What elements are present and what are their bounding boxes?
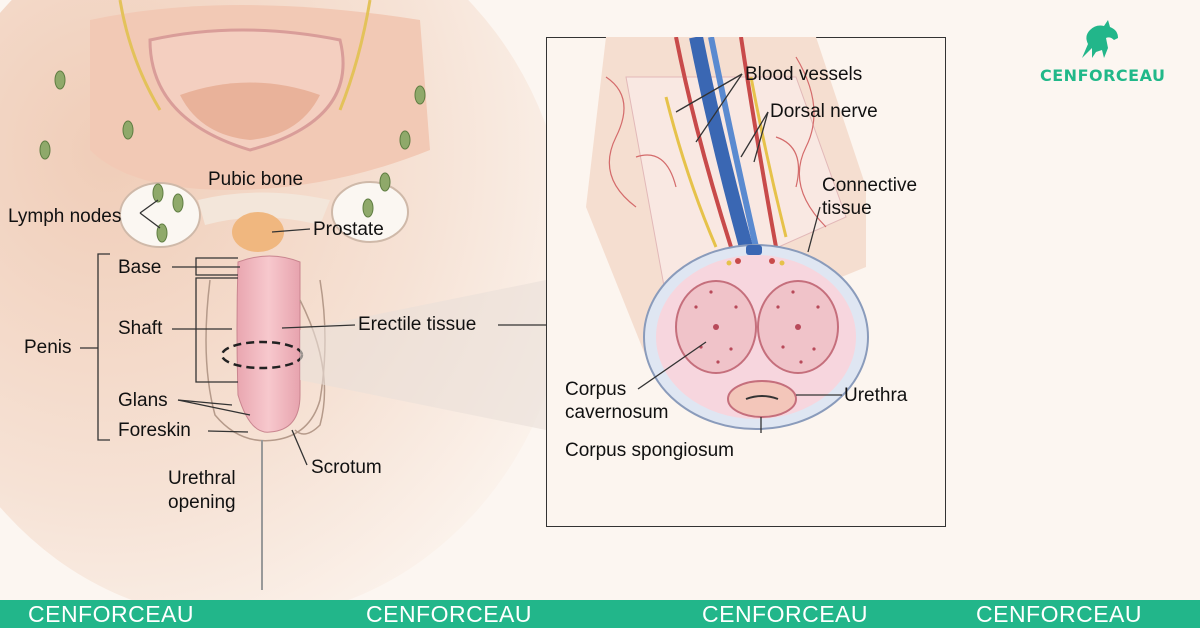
label-corpus-cavernosum-line1: Corpus [565, 379, 627, 400]
label-dorsal-nerve: Dorsal nerve [770, 101, 878, 122]
label-urethral-opening-line2: opening [168, 492, 236, 513]
label-blood-vessels: Blood vessels [745, 64, 863, 85]
label-lymph-nodes: Lymph nodes [8, 206, 122, 227]
cross-section-illustration [547, 37, 945, 526]
horse-icon [1082, 20, 1118, 58]
label-glans: Glans [118, 390, 168, 411]
label-prostate: Prostate [313, 219, 384, 240]
footer-banner: CENFORCEAU CENFORCEAU CENFORCEAU CENFORC… [0, 600, 1200, 628]
footer-brand-1: CENFORCEAU [28, 601, 195, 627]
label-urethra: Urethra [844, 385, 908, 406]
label-pubic-bone: Pubic bone [208, 169, 304, 190]
label-base: Base [118, 257, 162, 278]
footer-brand-4: CENFORCEAU [976, 601, 1143, 627]
label-corpus-cavernosum-line2: cavernosum [565, 402, 669, 423]
label-erectile-tissue: Erectile tissue [358, 314, 477, 335]
label-connective-tissue-line2: tissue [822, 198, 872, 219]
footer-brand-2: CENFORCEAU [366, 601, 533, 627]
label-scrotum: Scrotum [311, 457, 382, 478]
brand-logo[interactable]: CENFORCEAU [1040, 18, 1166, 88]
logo-text: CENFORCEAU [1040, 66, 1166, 85]
label-corpus-spongiosum: Corpus spongiosum [565, 440, 734, 461]
label-foreskin: Foreskin [118, 420, 191, 441]
label-shaft: Shaft [118, 318, 163, 339]
label-penis: Penis [24, 337, 72, 358]
label-connective-tissue-line1: Connective [822, 175, 918, 196]
footer-brand-3: CENFORCEAU [702, 601, 869, 627]
label-urethral-opening-line1: Urethral [168, 468, 236, 489]
